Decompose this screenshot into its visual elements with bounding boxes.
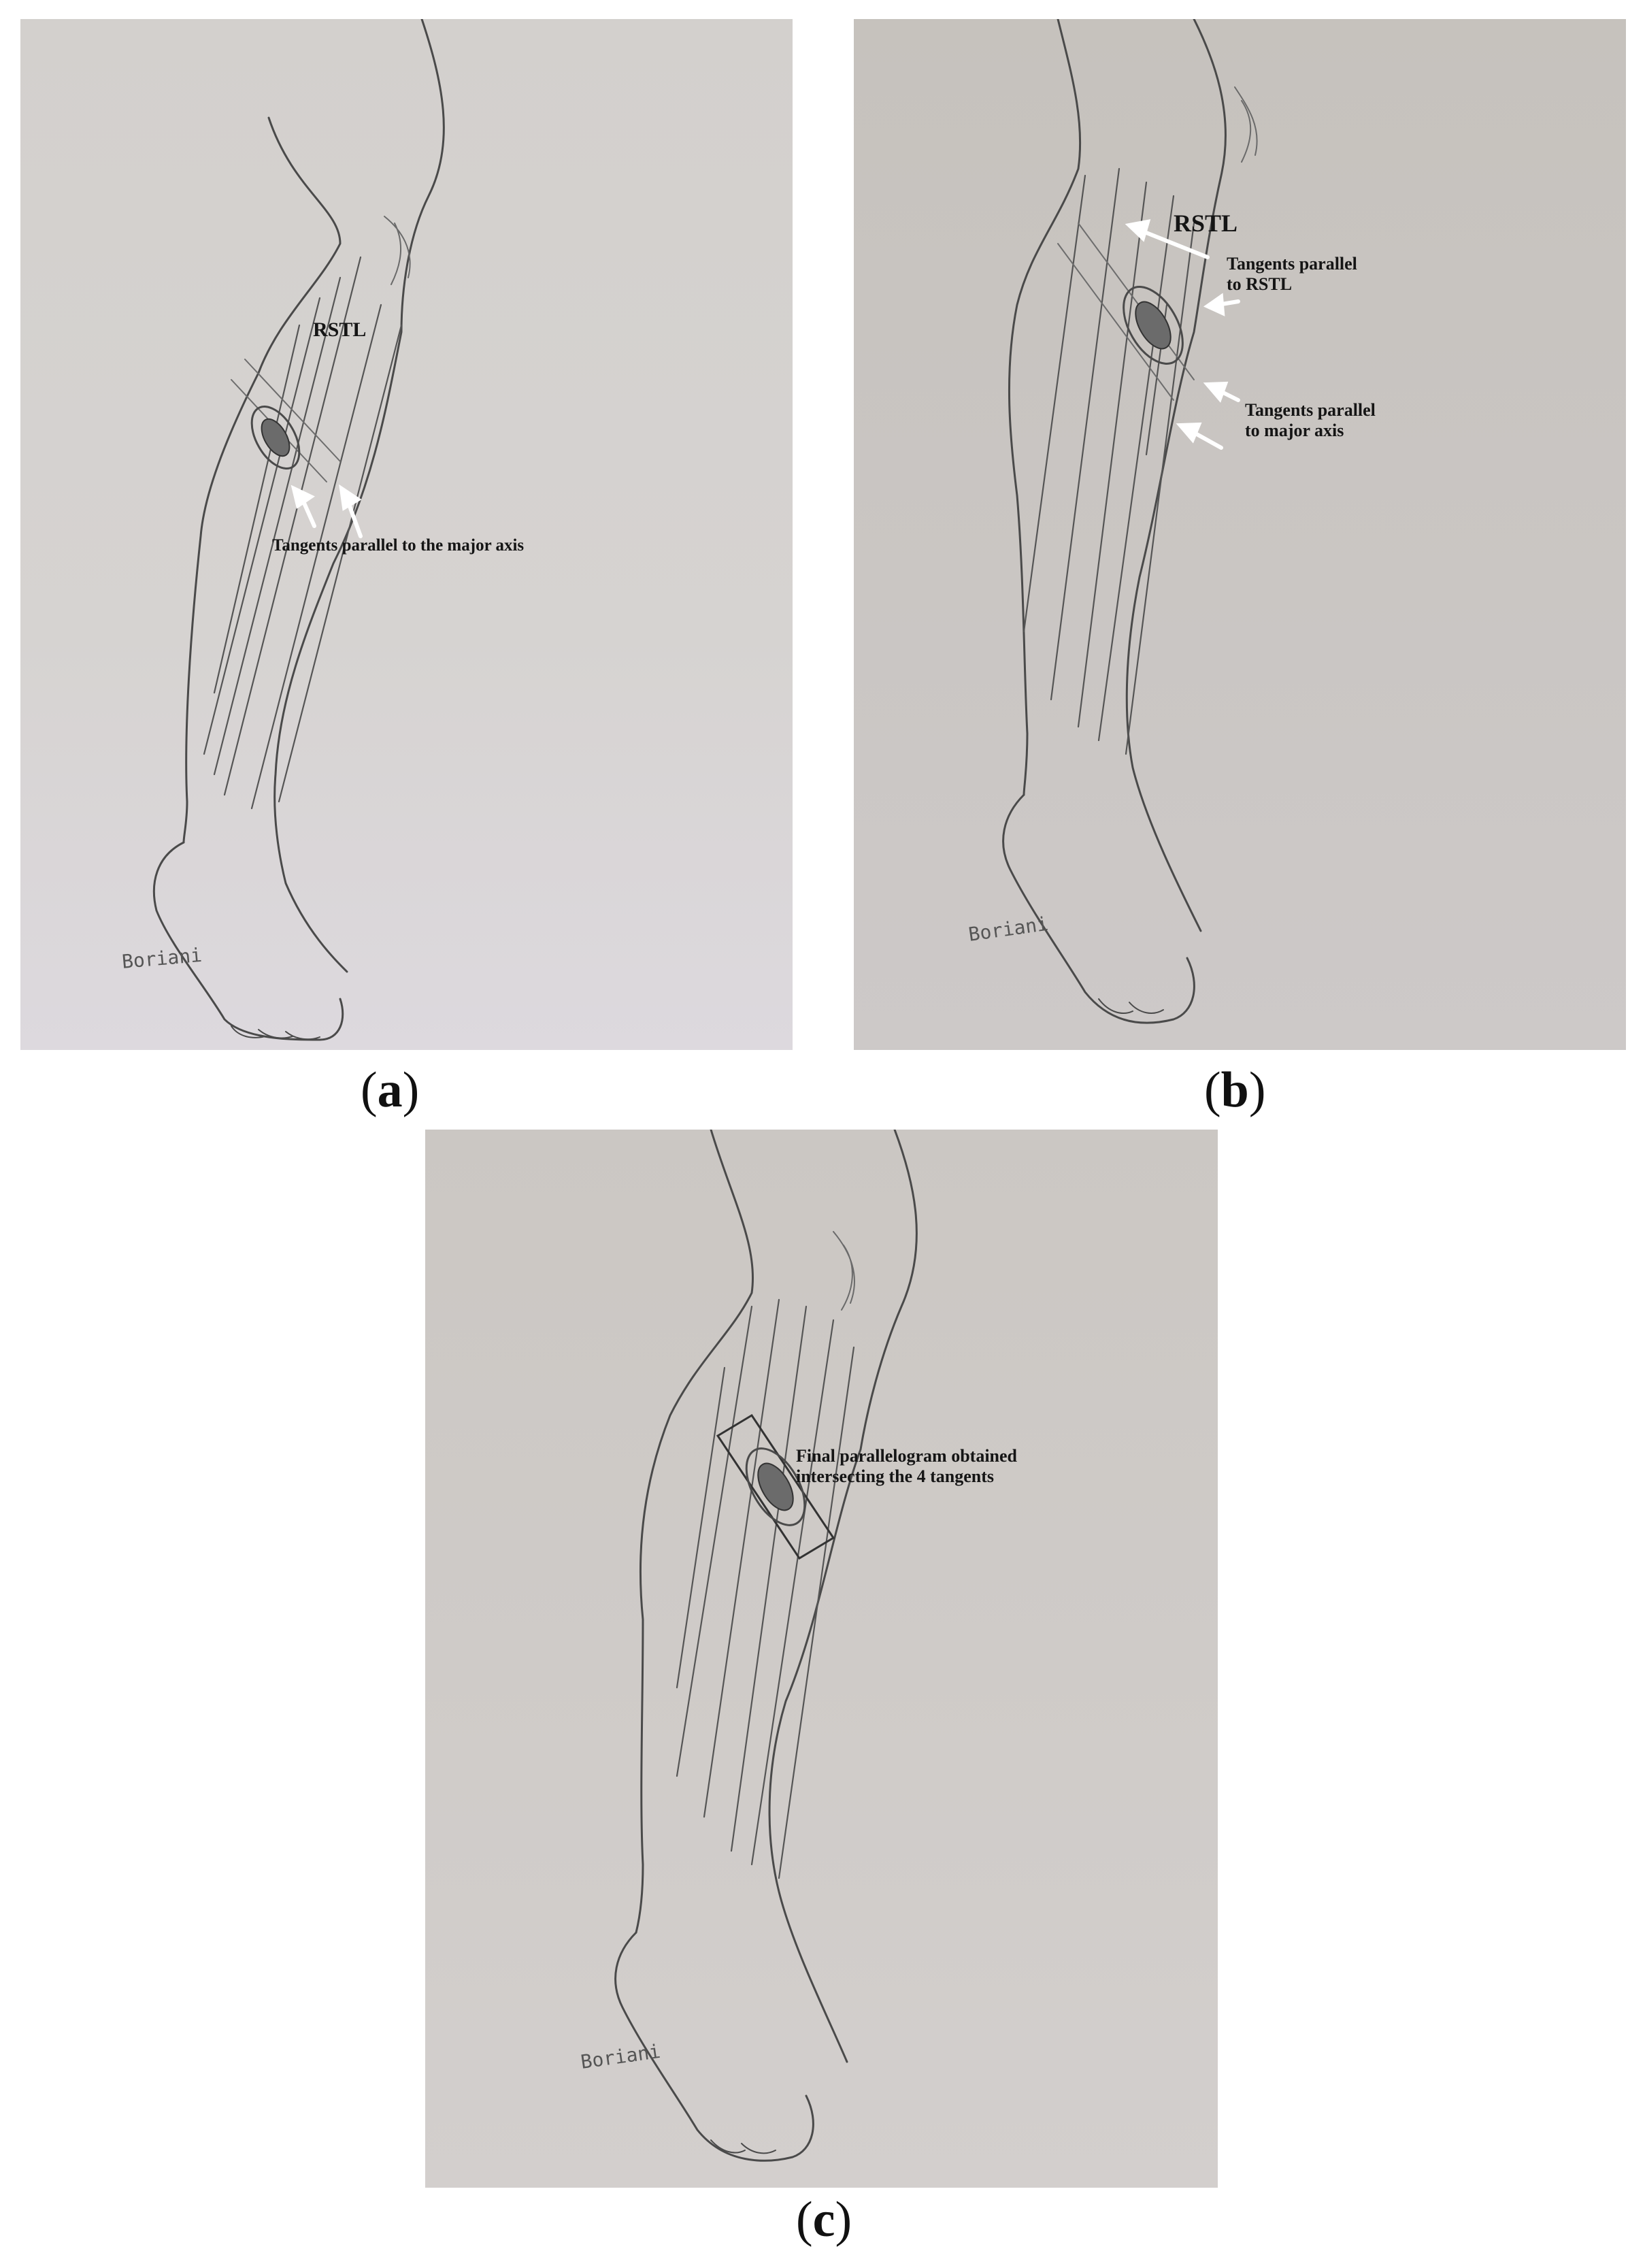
leg-drawing-b: Boriani (854, 19, 1626, 1050)
leg-outline-front (182, 116, 342, 844)
lesion (757, 1462, 794, 1511)
rstl-lines (203, 256, 403, 810)
leg-outline-back (768, 1130, 918, 2063)
leg-outline-front (1008, 19, 1082, 796)
panel-a: Boriani RSTL Tangents parallel to the ma… (20, 19, 793, 1050)
lesion (261, 418, 290, 457)
label-tangents-major-a: Tangents parallel to the major axis (272, 536, 525, 555)
label-final-parallelogram-c: Final parallelogram obtained intersectin… (796, 1446, 1017, 1486)
leg-drawing-a: Boriani (20, 19, 793, 1050)
rstl-lines (676, 1298, 855, 1879)
knee-shading (833, 1231, 855, 1311)
leg-outline-back (1125, 19, 1227, 932)
lesion-outline (1123, 286, 1184, 365)
arrows-a (290, 484, 363, 538)
tangents-major-axis (1057, 223, 1195, 401)
knee-shading (384, 216, 411, 285)
label-tangents-major-b: Tangents parallel to major axis (1245, 400, 1376, 440)
lesion-outline (745, 1447, 806, 1526)
label-rstl-a: RSTL (313, 318, 367, 341)
arrows-b (1125, 219, 1240, 450)
foot-outline (1002, 793, 1195, 1024)
panel-c: Boriani Final parallelogram obtained int… (425, 1130, 1218, 2188)
lesion-outline (250, 405, 301, 470)
label-tangents-rstl-b: Tangents parallel to RSTL (1227, 254, 1357, 294)
leg-outline-front (635, 1130, 754, 1934)
leg-outline-back (273, 19, 445, 973)
caption-a: (a) (361, 1062, 420, 1118)
caption-b: (b) (1204, 1062, 1266, 1118)
panel-b: Boriani RSTL Tangents parallel to RSTL T… (854, 19, 1626, 1050)
caption-c: (c) (796, 2192, 852, 2248)
foot-outline (152, 841, 344, 1041)
leg-drawing-c: Boriani (425, 1130, 1218, 2188)
label-rstl-b: RSTL (1174, 210, 1238, 237)
lesion (1135, 301, 1172, 350)
rstl-lines (1023, 167, 1195, 755)
foot-outline (614, 1931, 814, 2162)
knee-shading (1234, 86, 1258, 163)
